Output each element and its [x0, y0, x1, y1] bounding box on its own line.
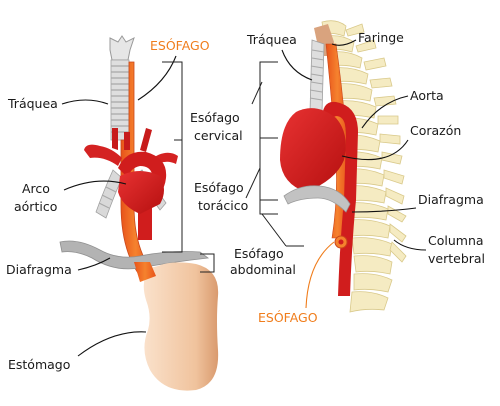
label-diafragma-left: Diafragma	[6, 262, 72, 277]
leader-esofago-bottom	[305, 241, 335, 309]
aortic-arch	[84, 128, 178, 240]
label-estomago: Estómago	[8, 357, 70, 372]
label-arco: Arco	[22, 181, 50, 196]
label-aorta: Aorta	[410, 88, 444, 103]
esophagus-hiatus-marker	[334, 235, 348, 249]
leader-corazon	[341, 139, 409, 161]
label-cervical: cervical	[194, 128, 243, 143]
label-esofago-toracico: Esófago	[194, 180, 244, 195]
heart	[280, 108, 346, 192]
stomach	[143, 262, 219, 391]
label-toracico: torácico	[198, 198, 248, 213]
leader-arco-aortico	[63, 180, 127, 191]
leader-estomago	[77, 331, 147, 357]
label-traquea-left: Tráquea	[7, 96, 58, 111]
trachea-side	[309, 39, 325, 113]
front-view-figure	[59, 35, 219, 391]
leader-traquea-left	[61, 99, 109, 105]
label-abdominal: abdominal	[230, 262, 296, 277]
leader-diafragma-left	[77, 257, 111, 271]
diaphragm-front	[59, 240, 210, 270]
diaphragm-side	[283, 185, 351, 213]
label-columna: Columna	[428, 233, 484, 248]
label-esofago-cervical: Esófago	[190, 110, 240, 125]
leader-aorta	[361, 95, 409, 129]
bracket-abdominal-left	[200, 253, 215, 273]
leader-columna	[393, 239, 427, 251]
label-esofago-bottom: ESÓFAGO	[258, 310, 318, 325]
side-view-figure	[280, 20, 407, 313]
label-corazon: Corazón	[410, 123, 461, 138]
bracket-esophagus-sections	[162, 61, 183, 253]
label-faringe: Faringe	[358, 30, 404, 45]
leader-faringe	[331, 39, 357, 46]
label-vertebral: vertebral	[428, 251, 485, 266]
leader-traquea-right	[281, 49, 313, 81]
leader-esofago-top	[137, 55, 177, 101]
label-diafragma-right: Diafragma	[418, 192, 484, 207]
bracket-cervical-right	[259, 61, 278, 139]
label-traquea-right: Tráquea	[246, 32, 297, 47]
label-esofago-abdominal: Esófago	[234, 246, 284, 261]
bracket-toracico-right	[259, 137, 278, 201]
label-esofago-top: ESÓFAGO	[150, 38, 210, 53]
aorta	[322, 101, 358, 297]
label-aortico: aórtico	[14, 199, 57, 214]
leader-diafragma-right	[351, 207, 417, 213]
